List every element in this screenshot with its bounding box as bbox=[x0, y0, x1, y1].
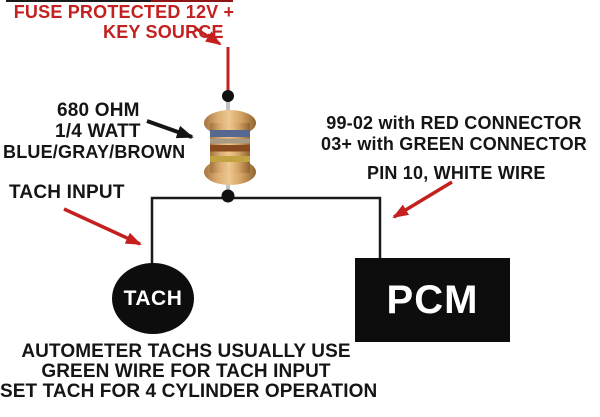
resistor-label-value: 680 OHM bbox=[57, 100, 140, 121]
pcm-node: PCM bbox=[355, 258, 510, 342]
tach-node-label: TACH bbox=[123, 286, 183, 310]
pcm-node-label: PCM bbox=[386, 277, 479, 322]
fuse-source-label-line2: KEY SOURCE bbox=[103, 22, 224, 42]
resistor-label-wattage: 1/4 WATT bbox=[55, 121, 141, 142]
top-crop-artifact-black bbox=[6, 0, 151, 2]
footer-note-line3: SET TACH FOR 4 CYLINDER OPERATION bbox=[0, 381, 378, 402]
top-crop-artifact-red bbox=[151, 0, 233, 2]
tach-input-arrow-icon bbox=[63, 207, 142, 246]
resistor-label-bands: BLUE/GRAY/BROWN bbox=[3, 142, 186, 162]
resistor-band-gray bbox=[210, 138, 250, 144]
pin10-arrow-icon bbox=[392, 180, 453, 219]
pcm-connector-label: 99-02 with RED CONNECTOR 03+ with GREEN … bbox=[306, 113, 600, 155]
fuse-source-arrow-icon bbox=[194, 26, 222, 46]
pcm-connector-line1: 99-02 with RED CONNECTOR bbox=[326, 113, 582, 133]
resistor-band-gold bbox=[210, 156, 250, 162]
resistor-band-brown bbox=[210, 145, 250, 152]
footer-note-line2: GREEN WIRE FOR TACH INPUT bbox=[41, 361, 331, 382]
signal-wire bbox=[150, 196, 382, 265]
resistor-pointer-arrow-icon bbox=[146, 119, 194, 139]
footer-note: AUTOMETER TACHS USUALLY USE GREEN WIRE F… bbox=[0, 341, 378, 402]
junction-dot-bottom bbox=[221, 189, 235, 203]
tach-input-label: TACH INPUT bbox=[9, 182, 125, 203]
pin10-label: PIN 10, WHITE WIRE bbox=[367, 163, 546, 183]
fuse-source-label-line1: FUSE PROTECTED 12V + bbox=[13, 2, 235, 22]
tach-node: TACH bbox=[112, 263, 194, 334]
resistor-band-blue bbox=[210, 130, 250, 137]
junction-dot-top bbox=[222, 90, 234, 102]
pcm-connector-line2: 03+ with GREEN CONNECTOR bbox=[320, 134, 587, 154]
resistor-graphic bbox=[204, 110, 256, 185]
footer-note-line1: AUTOMETER TACHS USUALLY USE bbox=[21, 341, 351, 362]
